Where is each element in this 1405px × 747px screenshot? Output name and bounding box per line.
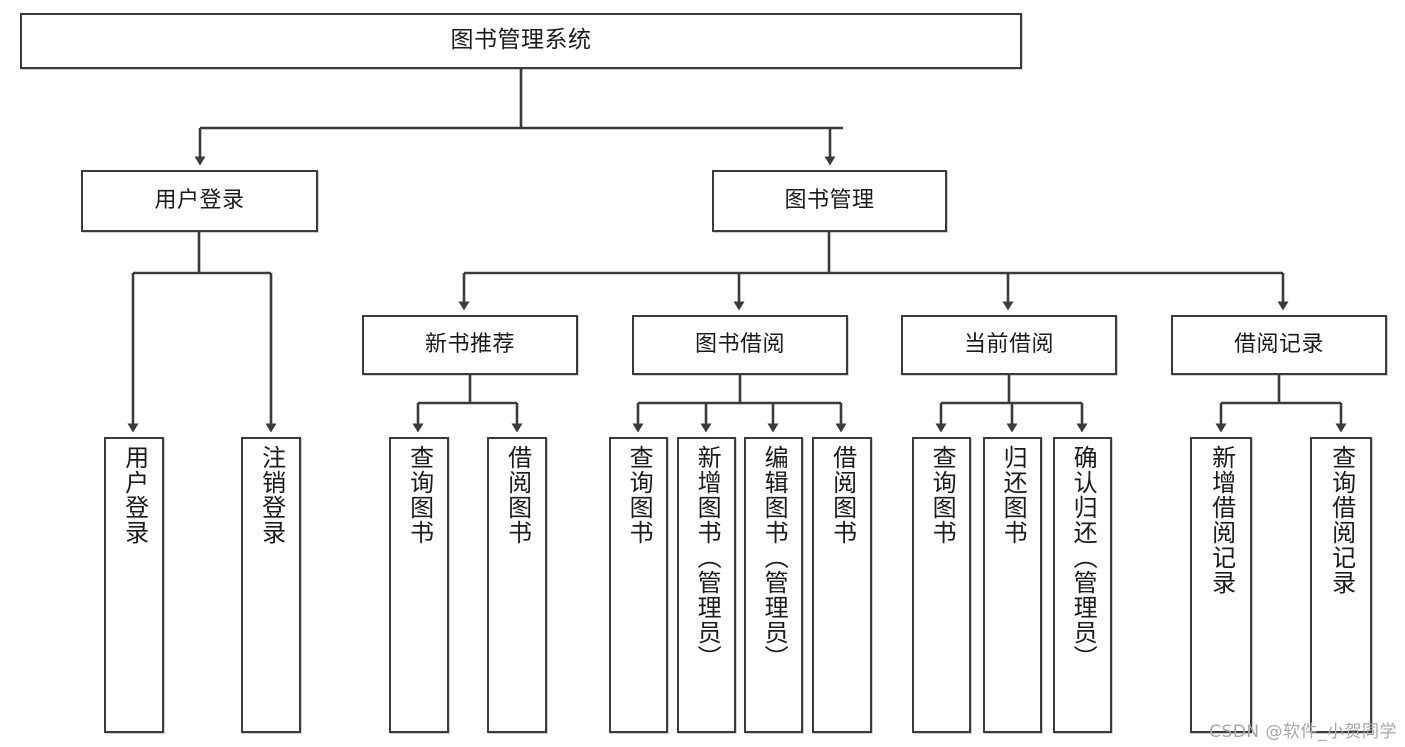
node-leaf-confirm-return[interactable]: 确认归还（管理员） xyxy=(1053,437,1112,733)
node-leaf-borrow-book[interactable]: 借阅图书 xyxy=(812,437,872,733)
node-label: 新增图书（管理员） xyxy=(693,445,722,670)
node-label: 借阅图书 xyxy=(503,445,532,545)
node-book-management[interactable]: 图书管理 xyxy=(712,170,947,232)
node-label: 查询图书 xyxy=(625,445,654,545)
node-leaf-add-record[interactable]: 新增借阅记录 xyxy=(1190,437,1252,733)
node-current-borrow[interactable]: 当前借阅 xyxy=(901,315,1117,375)
node-label: 编辑图书（管理员） xyxy=(760,445,789,670)
node-leaf-add-book[interactable]: 新增图书（管理员） xyxy=(677,437,736,733)
node-leaf-edit-book[interactable]: 编辑图书（管理员） xyxy=(744,437,803,733)
node-label: 借阅记录 xyxy=(1233,332,1324,358)
node-label: 确认归还（管理员） xyxy=(1069,445,1098,670)
node-root-book-management-system[interactable]: 图书管理系统 xyxy=(20,13,1022,69)
node-new-book-recommend[interactable]: 新书推荐 xyxy=(362,315,578,375)
node-leaf-query-book-borrow[interactable]: 查询图书 xyxy=(609,437,668,733)
node-label: 归还图书 xyxy=(999,445,1028,545)
node-label: 新书推荐 xyxy=(424,332,515,358)
node-leaf-query-record[interactable]: 查询借阅记录 xyxy=(1310,437,1372,733)
node-label: 图书借阅 xyxy=(694,332,785,358)
node-label: 查询图书 xyxy=(405,445,434,545)
node-label: 查询借阅记录 xyxy=(1327,445,1356,595)
node-leaf-user-login[interactable]: 用户登录 xyxy=(104,437,164,733)
node-label: 查询图书 xyxy=(928,445,957,545)
node-user-login[interactable]: 用户登录 xyxy=(81,170,318,232)
node-leaf-query-book-cur[interactable]: 查询图书 xyxy=(912,437,971,733)
node-leaf-user-logout[interactable]: 注销登录 xyxy=(241,437,301,733)
node-label: 新增借阅记录 xyxy=(1207,445,1236,595)
node-leaf-return-book[interactable]: 归还图书 xyxy=(983,437,1042,733)
node-borrow-record[interactable]: 借阅记录 xyxy=(1171,315,1387,375)
node-label: 图书管理 xyxy=(784,188,875,214)
node-label: 图书管理系统 xyxy=(450,27,592,54)
node-label: 用户登录 xyxy=(154,188,245,214)
node-label: 当前借阅 xyxy=(963,332,1054,358)
node-label: 借阅图书 xyxy=(828,445,857,545)
node-leaf-query-book-new[interactable]: 查询图书 xyxy=(389,437,449,733)
node-label: 用户登录 xyxy=(120,445,149,545)
watermark: CSDN @软件_小贺同学 xyxy=(1209,722,1397,742)
node-book-borrow[interactable]: 图书借阅 xyxy=(632,315,848,375)
node-leaf-borrow-book-new[interactable]: 借阅图书 xyxy=(487,437,547,733)
node-label: 注销登录 xyxy=(257,445,286,545)
